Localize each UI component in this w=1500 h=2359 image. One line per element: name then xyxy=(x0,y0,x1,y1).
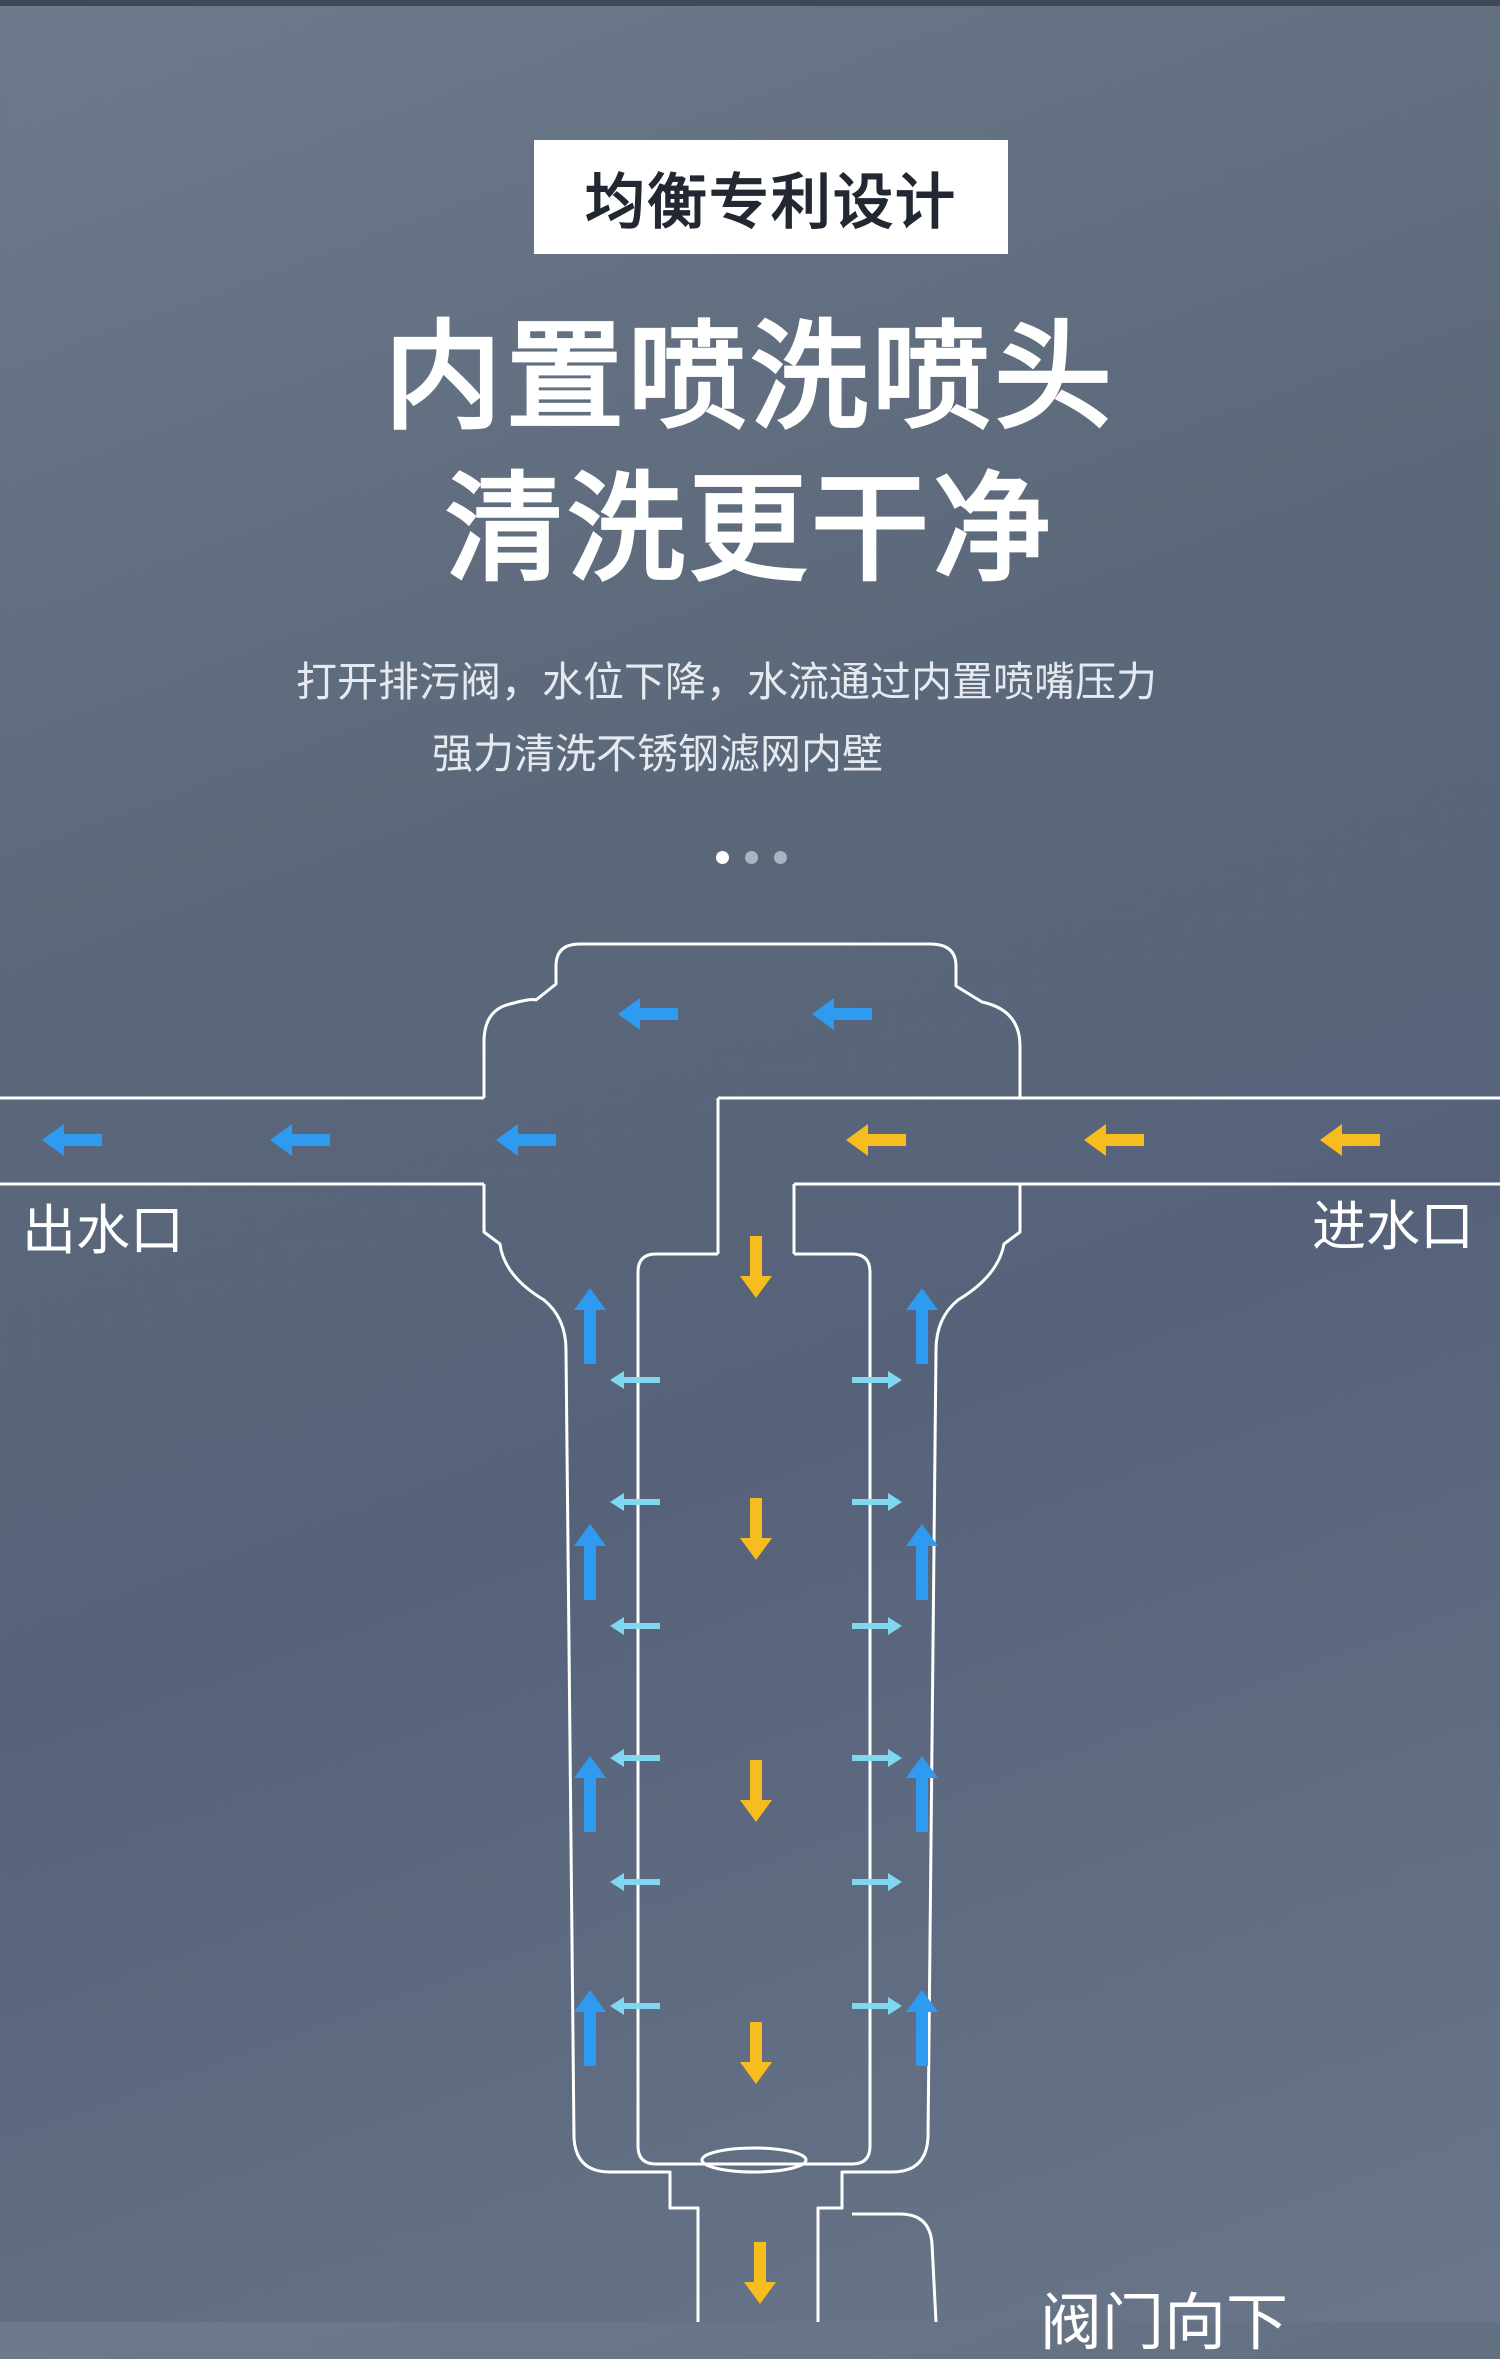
arrow-left-icon xyxy=(618,998,678,1030)
arrow-right-icon xyxy=(852,1493,902,1511)
arrow-up-icon xyxy=(574,1524,606,1600)
arrow-up-icon xyxy=(906,1288,938,1364)
carousel-indicator[interactable] xyxy=(716,851,787,864)
top-border xyxy=(0,0,1500,6)
arrow-down-icon xyxy=(740,1498,772,1560)
arrow-down-icon xyxy=(744,2242,776,2304)
arrow-down-icon xyxy=(740,1236,772,1298)
description-line-2: 强力清洗不锈钢滤网内壁 xyxy=(432,730,883,778)
arrow-left-icon xyxy=(1320,1124,1380,1156)
inlet-label: 进水口 xyxy=(1312,1195,1474,1258)
description-line-1: 打开排污阀，水位下降，水流通过内置喷嘴压力 xyxy=(296,658,1157,706)
arrow-left-icon xyxy=(610,1997,660,2015)
arrow-left-icon xyxy=(610,1749,660,1767)
arrow-left-icon xyxy=(610,1493,660,1511)
outlet-label: 出水口 xyxy=(22,1199,184,1262)
carousel-dot[interactable] xyxy=(774,851,787,864)
arrow-up-icon xyxy=(574,1756,606,1832)
arrow-left-icon xyxy=(610,1371,660,1389)
headline-line-1: 内置喷洗喷头 xyxy=(383,308,1116,446)
arrow-left-icon xyxy=(270,1124,330,1156)
arrow-up-icon xyxy=(906,1990,938,2066)
arrow-right-icon xyxy=(852,1997,902,2015)
arrow-left-icon xyxy=(496,1124,556,1156)
carousel-dot[interactable] xyxy=(716,851,729,864)
arrow-right-icon xyxy=(852,1617,902,1635)
filter-outline xyxy=(0,942,1500,2322)
arrow-down-icon xyxy=(740,1760,772,1822)
arrow-right-icon xyxy=(852,1371,902,1389)
arrow-left-icon xyxy=(610,1617,660,1635)
arrow-left-icon xyxy=(610,1873,660,1891)
feature-badge: 均衡专利设计 xyxy=(534,140,1008,254)
arrow-left-icon xyxy=(1084,1124,1144,1156)
arrow-up-icon xyxy=(574,1990,606,2066)
valve-label: 阀门向下 xyxy=(1040,2286,1289,2359)
arrow-down-icon xyxy=(740,2022,772,2084)
arrow-left-icon xyxy=(846,1124,906,1156)
carousel-dot[interactable] xyxy=(745,851,758,864)
headline-line-2: 清洗更干净 xyxy=(444,460,1055,598)
arrow-right-icon xyxy=(852,1873,902,1891)
arrow-left-icon xyxy=(812,998,872,1030)
arrow-right-icon xyxy=(852,1749,902,1767)
arrow-left-icon xyxy=(42,1124,102,1156)
arrow-up-icon xyxy=(574,1288,606,1364)
